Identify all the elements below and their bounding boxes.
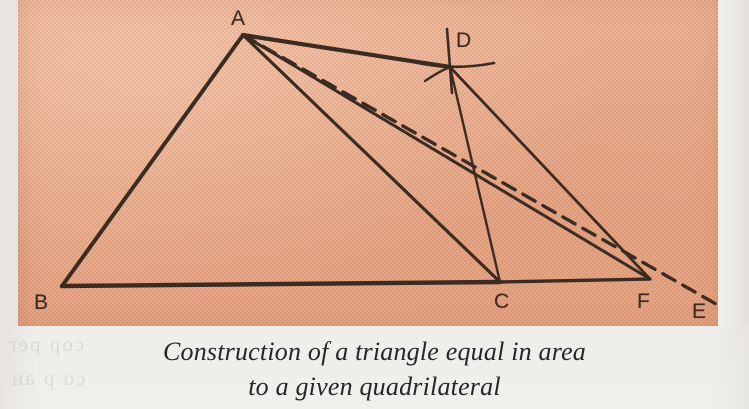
illustration-plate [18,0,718,326]
caption-line-2: to a given quadrilateral [248,372,501,401]
vertex-label-f: F [637,290,650,313]
vertex-label-d: D [456,29,472,52]
caption-line-1: Construction of a triangle equal in area [162,337,587,366]
vertex-label-b: B [34,291,49,314]
vertex-label-e: E [692,300,707,323]
figure-caption: Construction of a triangle equal in area… [0,334,749,404]
plate-trim-left [0,0,18,326]
vertex-label-c: C [494,290,510,313]
plate-trim-right [718,0,749,326]
vertex-label-a: A [231,7,246,30]
